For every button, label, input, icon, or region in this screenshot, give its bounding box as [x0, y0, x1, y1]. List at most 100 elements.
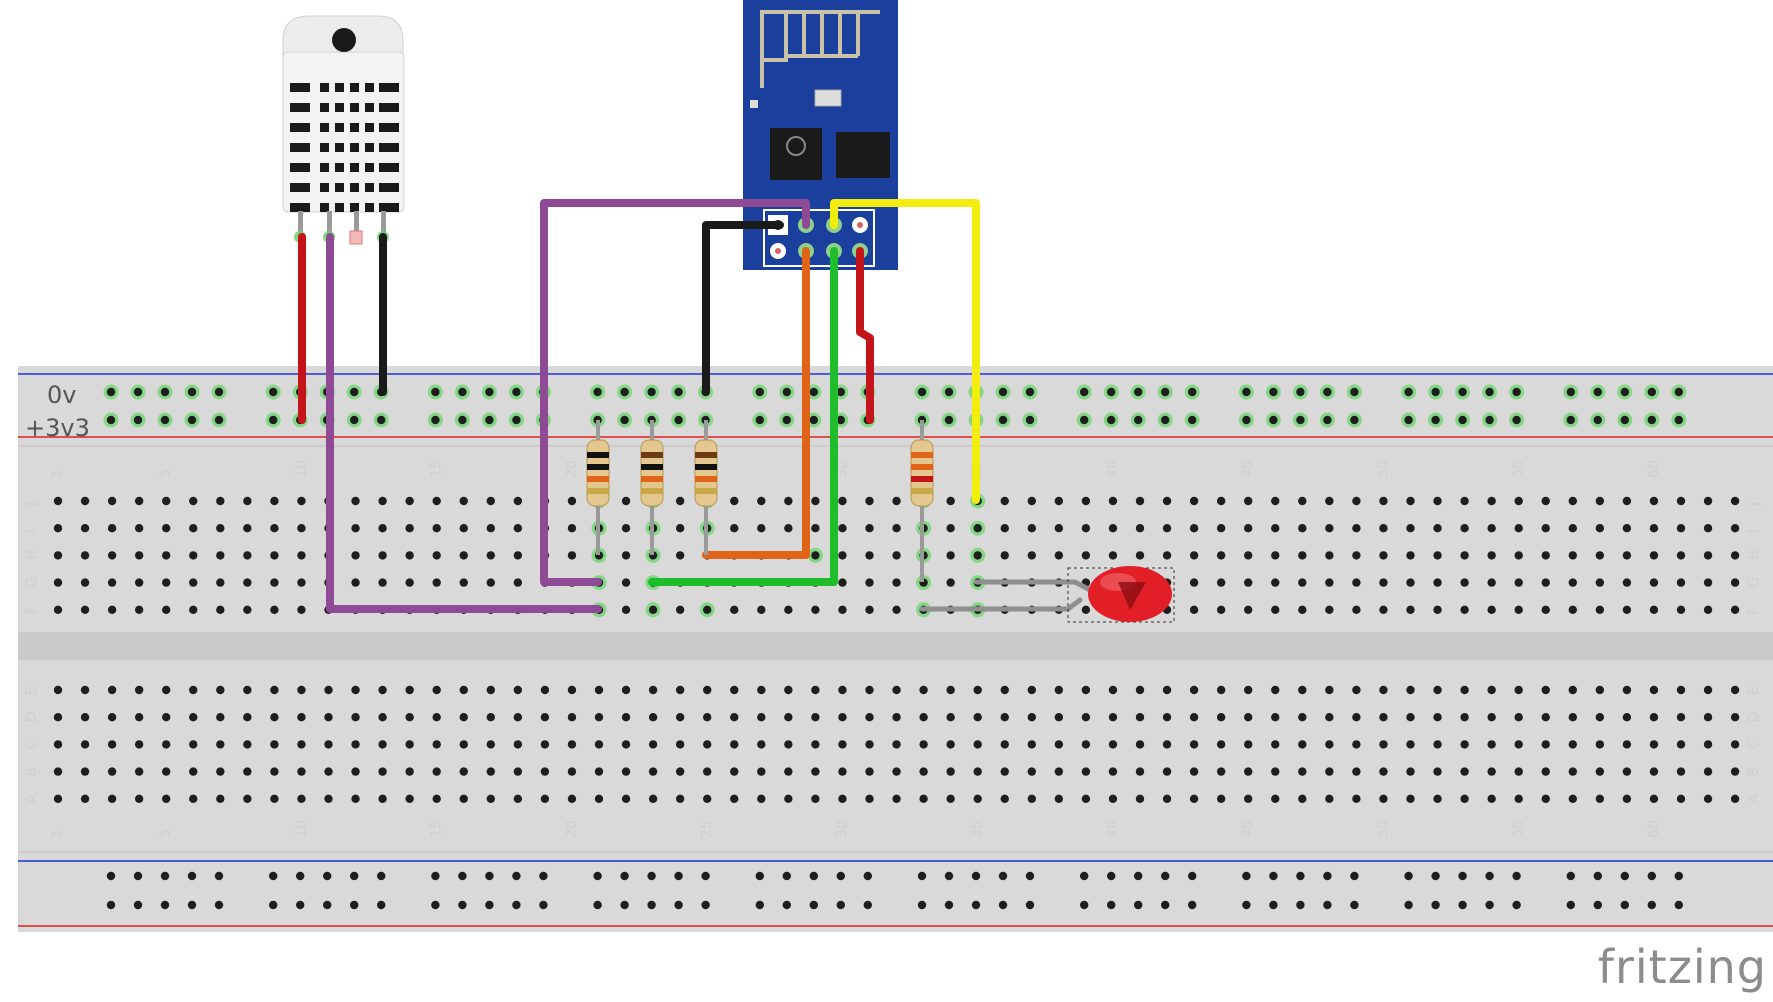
breadboard-hole[interactable] [80, 685, 90, 695]
breadboard-hole[interactable] [405, 551, 414, 560]
breadboard-hole[interactable] [973, 551, 982, 560]
breadboard-hole[interactable] [1271, 767, 1280, 776]
breadboard-hole[interactable] [919, 685, 928, 695]
breadboard-hole[interactable] [1595, 713, 1605, 722]
breadboard-hole[interactable] [1054, 740, 1064, 749]
breadboard-hole[interactable] [107, 713, 117, 722]
breadboard-hole[interactable] [1352, 496, 1361, 506]
breadboard-hole[interactable] [1027, 713, 1037, 722]
breadboard-hole[interactable] [1054, 767, 1064, 776]
rail-hole[interactable] [755, 415, 764, 425]
breadboard-hole[interactable] [1595, 605, 1605, 614]
breadboard-hole[interactable] [270, 551, 279, 560]
breadboard-hole[interactable] [1298, 767, 1307, 776]
breadboard-hole[interactable] [513, 794, 523, 803]
breadboard-hole[interactable] [378, 551, 387, 560]
breadboard-hole[interactable] [1568, 605, 1578, 614]
breadboard-hole[interactable] [351, 578, 360, 587]
breadboard-hole[interactable] [838, 578, 847, 587]
breadboard-hole[interactable] [134, 740, 144, 749]
rail-hole[interactable] [160, 871, 170, 881]
rail-hole[interactable] [1620, 900, 1630, 910]
breadboard-hole[interactable] [1460, 578, 1469, 587]
breadboard-hole[interactable] [1595, 767, 1605, 776]
breadboard-hole[interactable] [973, 740, 982, 749]
rail-hole[interactable] [323, 900, 332, 910]
breadboard-hole[interactable] [1433, 496, 1442, 506]
resistor[interactable] [910, 420, 934, 582]
breadboard-hole[interactable] [216, 551, 225, 560]
breadboard-hole[interactable] [946, 685, 955, 695]
breadboard-hole[interactable] [1541, 524, 1550, 533]
rail-hole[interactable] [1080, 415, 1089, 425]
rail-hole[interactable] [1134, 900, 1143, 910]
breadboard-hole[interactable] [432, 685, 441, 695]
breadboard-hole[interactable] [189, 794, 198, 803]
rail-hole[interactable] [998, 387, 1008, 397]
breadboard-hole[interactable] [270, 685, 279, 695]
rail-hole[interactable] [106, 387, 116, 397]
breadboard-hole[interactable] [297, 605, 306, 614]
breadboard-hole[interactable] [1352, 578, 1361, 587]
resistor[interactable] [586, 420, 610, 555]
breadboard-hole[interactable] [134, 794, 144, 803]
rail-hole[interactable] [944, 415, 954, 425]
wire-esp-green[interactable] [648, 247, 838, 586]
breadboard-hole[interactable] [189, 740, 198, 749]
breadboard-hole[interactable] [243, 496, 252, 506]
breadboard-hole[interactable] [486, 551, 495, 560]
rail-hole[interactable] [269, 900, 278, 910]
breadboard-hole[interactable] [351, 524, 360, 533]
breadboard-hole[interactable] [892, 794, 901, 803]
breadboard-hole[interactable] [80, 767, 90, 776]
rail-hole[interactable] [1134, 387, 1143, 397]
rail-hole[interactable] [1269, 415, 1278, 425]
breadboard-hole[interactable] [134, 605, 144, 614]
resistor[interactable] [694, 420, 718, 555]
breadboard-hole[interactable] [1622, 496, 1632, 506]
breadboard-hole[interactable] [946, 496, 955, 506]
rail-hole[interactable] [1296, 900, 1305, 910]
breadboard-hole[interactable] [675, 605, 685, 614]
rail-hole[interactable] [1620, 871, 1630, 881]
breadboard-hole[interactable] [1487, 551, 1496, 560]
breadboard-hole[interactable] [1649, 740, 1659, 749]
breadboard-hole[interactable] [162, 767, 171, 776]
rail-hole[interactable] [944, 871, 954, 881]
breadboard-hole[interactable] [297, 578, 306, 587]
breadboard-hole[interactable] [297, 551, 306, 560]
breadboard-hole[interactable] [1730, 496, 1740, 506]
breadboard-hole[interactable] [1514, 551, 1523, 560]
breadboard-hole[interactable] [162, 740, 171, 749]
breadboard-hole[interactable] [270, 713, 279, 722]
breadboard-hole[interactable] [1271, 496, 1280, 506]
breadboard-hole[interactable] [1649, 605, 1659, 614]
breadboard-hole[interactable] [1216, 524, 1226, 533]
breadboard-hole[interactable] [513, 578, 523, 587]
breadboard-hole[interactable] [1649, 496, 1659, 506]
breadboard-hole[interactable] [811, 740, 820, 749]
breadboard-hole[interactable] [1730, 524, 1740, 533]
breadboard-hole[interactable] [405, 713, 414, 722]
breadboard-hole[interactable] [1676, 605, 1686, 614]
breadboard-hole[interactable] [189, 685, 198, 695]
breadboard-hole[interactable] [1108, 794, 1118, 803]
breadboard-hole[interactable] [1244, 767, 1253, 776]
breadboard-hole[interactable] [162, 713, 171, 722]
breadboard-hole[interactable] [1514, 578, 1523, 587]
breadboard-hole[interactable] [1595, 524, 1605, 533]
breadboard-hole[interactable] [162, 524, 171, 533]
breadboard-hole[interactable] [1541, 767, 1550, 776]
rail-hole[interactable] [133, 387, 143, 397]
rail-hole[interactable] [1431, 387, 1440, 397]
breadboard-hole[interactable] [892, 605, 901, 614]
breadboard-hole[interactable] [80, 578, 90, 587]
breadboard-hole[interactable] [1108, 767, 1118, 776]
breadboard-hole[interactable] [621, 551, 631, 560]
breadboard-hole[interactable] [1541, 713, 1550, 722]
breadboard-hole[interactable] [757, 524, 766, 533]
breadboard-hole[interactable] [1622, 524, 1632, 533]
breadboard-hole[interactable] [324, 713, 333, 722]
breadboard-hole[interactable] [134, 713, 144, 722]
breadboard-hole[interactable] [865, 740, 874, 749]
